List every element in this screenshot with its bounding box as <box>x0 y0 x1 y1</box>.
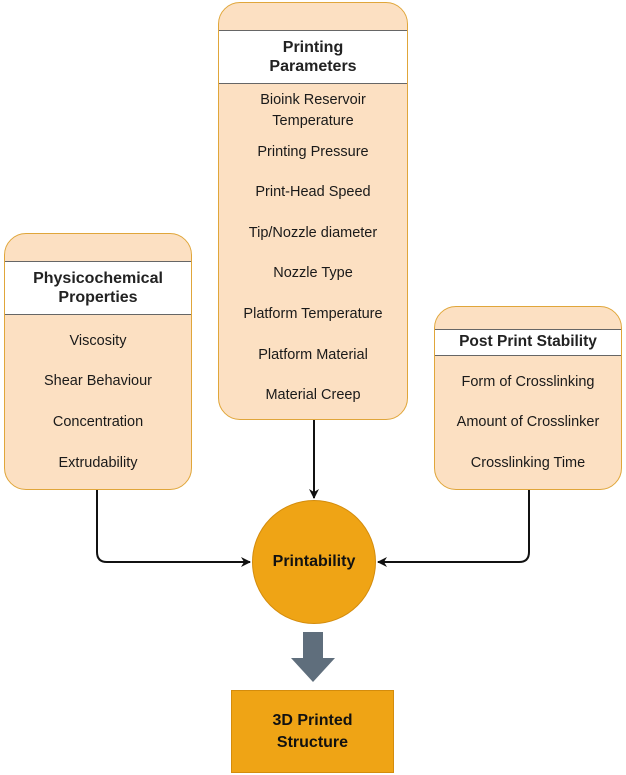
property-item: Concentration <box>52 414 144 430</box>
param-item: Material Creep <box>265 387 361 403</box>
property-item: Shear Behaviour <box>43 373 152 389</box>
property-item: Extrudability <box>58 455 138 471</box>
post-print-stability-box: Post Print Stability Form of Crosslinkin… <box>434 306 622 490</box>
stability-item: Crosslinking Time <box>470 455 586 471</box>
param-item: Print-Head Speed <box>255 184 371 200</box>
printing-parameters-title: Printing Parameters <box>219 30 407 84</box>
physicochemical-properties-title: Physicochemical Properties <box>5 261 191 315</box>
printed-structure-line2: Structure <box>276 733 349 751</box>
printing-parameters-box: Printing Parameters Bioink Reservoir Tem… <box>218 2 408 420</box>
printability-node: Printability <box>252 500 376 624</box>
printed-structure-node: 3D Printed Structure <box>231 690 394 773</box>
param-item: Printing Pressure <box>257 144 369 160</box>
post-print-stability-title: Post Print Stability <box>435 329 621 356</box>
printed-structure-line1: 3D Printed <box>272 711 353 729</box>
block-arrow-down-icon <box>291 632 335 682</box>
stability-item: Amount of Crosslinker <box>456 414 600 430</box>
param-item: Nozzle Type <box>273 265 353 281</box>
physicochemical-properties-box: Physicochemical Properties Viscosity She… <box>4 233 192 490</box>
param-item: Platform Temperature <box>243 306 383 322</box>
printability-label: Printability <box>272 553 356 570</box>
param-item: Platform Material <box>258 347 368 363</box>
arrow-physicochemical-to-printability <box>96 490 251 567</box>
param-item: Tip/Nozzle diameter <box>248 225 378 241</box>
arrow-stability-to-printability <box>377 490 530 567</box>
stability-item: Form of Crosslinking <box>461 374 595 390</box>
param-item: Bioink Reservoir <box>260 92 366 108</box>
property-item: Viscosity <box>69 333 127 349</box>
param-item: Temperature <box>272 113 354 129</box>
